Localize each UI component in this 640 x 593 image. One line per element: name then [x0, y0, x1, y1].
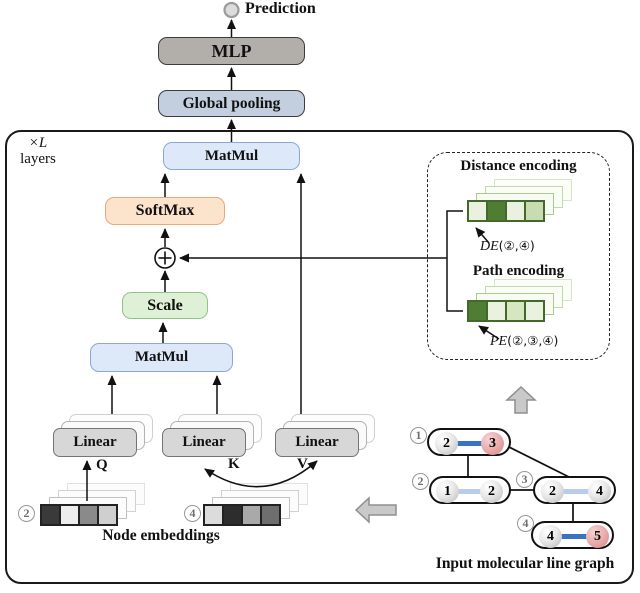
pill-2: 1 2: [429, 476, 511, 504]
embedding-id-node4: 4: [184, 505, 201, 522]
vector-cell: [241, 506, 260, 524]
atom-node: 1: [436, 479, 459, 503]
distance-encoding-title: Distance encoding: [460, 158, 577, 174]
vector-cell: [78, 506, 97, 524]
arrow-kv-shared-input: [204, 460, 318, 488]
path-encoding-title: Path encoding: [472, 263, 565, 279]
atom-node: 2: [435, 431, 458, 455]
embedding-row-node2: [40, 504, 118, 526]
node-embeddings-caption: Node embeddings: [102, 527, 220, 544]
encoding-dashed-frame: [427, 152, 610, 360]
line-graph-caption: Input molecular line graph: [435, 555, 615, 572]
vector-cell: [524, 302, 543, 320]
pill2-id: 2: [412, 473, 429, 490]
vector-cell: [205, 506, 222, 524]
vector-cell: [469, 202, 486, 220]
vector-cell: [486, 202, 505, 220]
vector-cell: [505, 202, 524, 220]
pill1-id: 1: [410, 427, 427, 444]
arrow-pe-pointer: [478, 325, 500, 340]
matmul-bottom-box: MatMul: [90, 343, 233, 372]
pill-3: 2 4: [533, 476, 616, 504]
pill3-id: 3: [516, 471, 533, 488]
scale-box: Scale: [122, 292, 208, 319]
atom-node: 2: [480, 479, 503, 503]
embedding-row-node4: [203, 504, 281, 526]
linear-v-box: Linear: [275, 428, 359, 457]
repeat-layers-label: ×L layers: [10, 135, 66, 167]
distance-encoding-row: [467, 200, 545, 222]
de-args: (②,④): [498, 238, 535, 253]
edge-pill1-pill3: [502, 443, 576, 481]
path-encoding-row: [467, 300, 545, 322]
prediction-label: Prediction: [245, 0, 316, 17]
block-arrow-up-icon: [505, 385, 537, 414]
softmax-box: SoftMax: [105, 197, 225, 225]
pe-label: PE(②,③,④): [490, 333, 558, 350]
pe-prefix: PE: [490, 334, 508, 349]
vector-cell: [97, 506, 116, 524]
pill-1: 2 3: [427, 428, 511, 456]
pe-args: (②,③,④): [507, 333, 559, 348]
vector-cell: [505, 302, 524, 320]
arrow-de-pointer: [475, 227, 490, 244]
pill-4: 4 5: [531, 521, 614, 549]
matmul-top-box: MatMul: [163, 142, 300, 170]
atom-node: 3: [481, 431, 504, 455]
bond-icon: [445, 440, 495, 446]
atom-node: 5: [586, 524, 609, 548]
bond-icon: [551, 488, 601, 494]
atom-node: 4: [539, 524, 562, 548]
encoding-bracket: [446, 210, 463, 312]
vector-cell: [469, 302, 486, 320]
vector-cell: [260, 506, 279, 524]
prediction-node-icon: [223, 1, 240, 19]
bond-icon: [446, 488, 494, 494]
layers-word: layers: [20, 151, 56, 167]
embedding-id-node2: 2: [18, 505, 35, 522]
linear-q-box: Linear: [53, 428, 137, 457]
q-label: Q: [96, 457, 108, 473]
de-label: DE(②,④): [480, 238, 535, 255]
layers-repeat-frame: [5, 130, 634, 584]
linear-k-box: Linear: [162, 428, 246, 457]
global-pooling-box: Global pooling: [158, 90, 305, 117]
bond-icon: [549, 533, 599, 539]
plus-circle-icon: [154, 247, 176, 269]
vector-cell: [524, 202, 543, 220]
vector-cell: [486, 302, 505, 320]
pill4-id: 4: [517, 515, 534, 532]
repeat-count: ×L: [28, 135, 48, 151]
de-prefix: DE: [480, 239, 499, 254]
vector-cell: [59, 506, 78, 524]
vector-cell: [42, 506, 59, 524]
mlp-box: MLP: [158, 37, 305, 65]
atom-node: 2: [541, 479, 564, 503]
vector-cell: [222, 506, 241, 524]
block-arrow-left-icon: [354, 496, 397, 524]
atom-node: 4: [588, 479, 611, 503]
